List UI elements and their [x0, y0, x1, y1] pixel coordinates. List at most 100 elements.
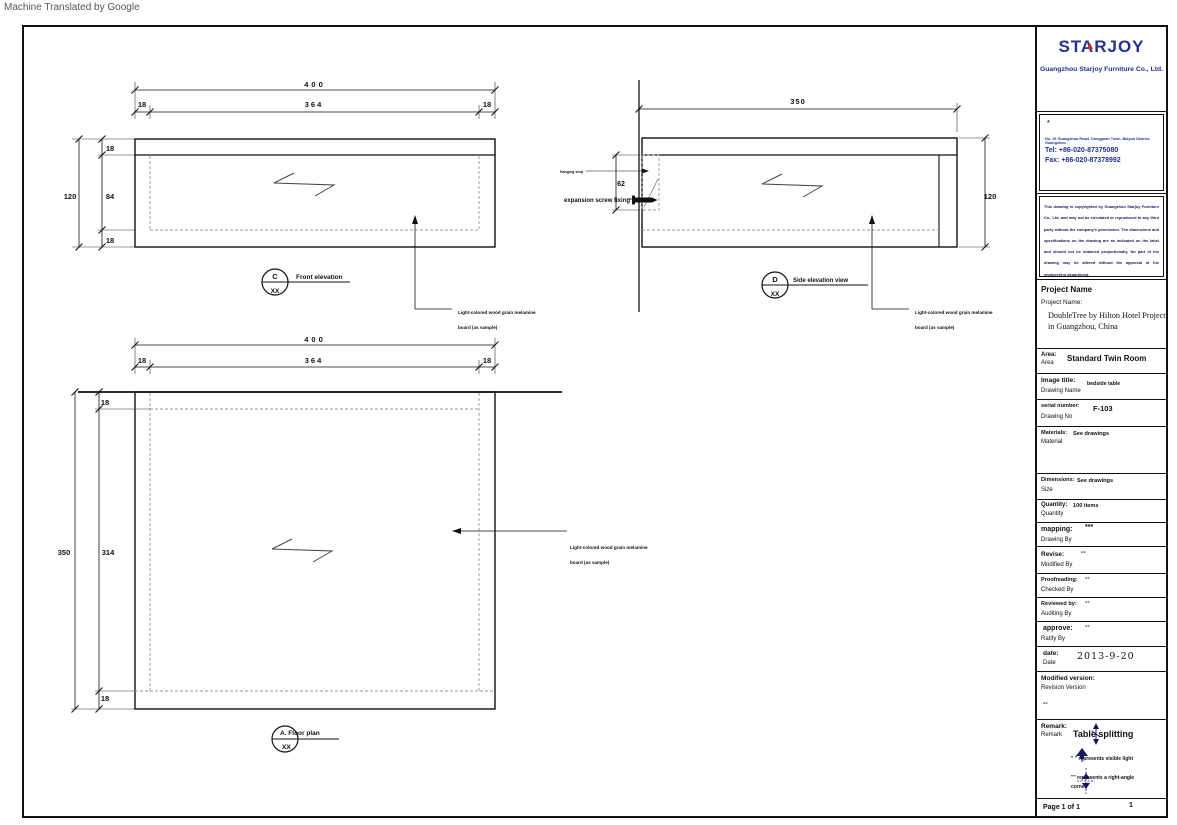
side-elevation-view [586, 80, 990, 312]
view-caption: Front elevation [296, 274, 343, 281]
remark-row: Remark: Remark Table splitting " " repre… [1037, 720, 1166, 799]
page-label: Page 1 of 1 [1043, 804, 1080, 811]
view-scale: XX [282, 744, 291, 751]
date-row: date: Date 2013-9-20 [1037, 647, 1166, 672]
dim-label: 18 [483, 100, 491, 109]
side-view-label [761, 271, 868, 299]
mapping-value: *** [1085, 524, 1094, 531]
title-block-disclaimer-section: This drawing is copyrighted by Guangzhou… [1037, 194, 1166, 280]
area-value: Standard Twin Room [1067, 354, 1147, 363]
reviewed-row: Reviewed by: Auditing By -- [1037, 598, 1166, 622]
project-value-line2: in Guangzhou, China [1048, 321, 1118, 331]
annotation-text: board (as sample) [570, 560, 610, 565]
company-fax: Fax: +86-020-87378992 [1045, 157, 1121, 164]
dimensions-value: See drawings [1077, 478, 1114, 484]
annotation-text: board (as sample) [915, 325, 955, 330]
leader-arrow-icon [642, 168, 649, 174]
view-caption: A. Floor plan [280, 730, 320, 737]
modified-version-sublabel: Revision Version [1041, 685, 1086, 691]
serial-number-sublabel: Drawing No [1041, 414, 1073, 420]
dimensions-row: Dimensions: Size See drawings [1037, 474, 1166, 500]
serial-number-row: serial number: Drawing No F-103 [1037, 400, 1166, 427]
approve-value: -- [1085, 623, 1090, 630]
date-value: 2013-9-20 [1077, 651, 1135, 662]
dim-label: 120 [984, 192, 997, 201]
project-name-value: DoubleTree by Hilton Hotel Project in Gu… [1048, 311, 1166, 332]
view-letter: C [272, 272, 278, 281]
materials-row: Materials: Material See drawings [1037, 427, 1166, 474]
approve-row: approve: Ratify By -- [1037, 622, 1166, 647]
dim-label: 400 [304, 335, 326, 344]
break-mark-icon [273, 172, 336, 197]
image-title-label: Image title: [1041, 377, 1076, 384]
remark-note-corner-line2: corner [1071, 784, 1087, 790]
dim-label: 62 [617, 181, 625, 188]
hanging-strip-label: Hanging strip [560, 170, 584, 174]
page-row: Page 1 of 1 1 [1037, 799, 1166, 820]
dim-label: 314 [102, 548, 115, 557]
title-block: STARJOY Guangzhou Starjoy Furniture Co.,… [1035, 27, 1166, 816]
plan-view-label [271, 725, 339, 753]
reviewed-value: -- [1085, 599, 1090, 606]
annotation-text: Light-colored wood grain melamine [915, 310, 993, 315]
drawing-sheet: 400 18 364 18 120 18 84 18 C XX Front el… [22, 25, 1168, 818]
annotation-text: Light-colored wood grain melamine [458, 310, 536, 315]
approve-label: approve: [1043, 625, 1073, 632]
page-number: 1 [1129, 802, 1133, 809]
image-title-sublabel: Drawing Name [1041, 388, 1081, 394]
drawing-canvas: 400 18 364 18 120 18 84 18 C XX Front el… [58, 80, 997, 753]
floor-plan-texts: 400 18 364 18 350 314 18 18 A. Floor pla… [58, 335, 648, 751]
dim-label: 18 [138, 356, 146, 365]
proofreading-label: Proofreading: [1041, 577, 1078, 583]
area-row: Area: Area Standard Twin Room [1037, 349, 1166, 374]
project-name-row: Project Name Project Name: DoubleTree by… [1037, 280, 1166, 349]
proofreading-value: -- [1085, 575, 1090, 582]
company-tel: Tel: +86-020-87375080 [1045, 147, 1119, 154]
annotation-text: Light-colored wood grain melamine [570, 545, 648, 550]
revise-row: Revise: Modified By -- [1037, 547, 1166, 574]
bullet-mark: * [1047, 120, 1050, 127]
annotation-text: board (as sample) [458, 325, 498, 330]
title-block-contact-section: * No. 15 Guangzhou Road, Dongguan Town, … [1037, 112, 1166, 194]
table-splitting-arrow-icon [1091, 723, 1101, 745]
proofreading-row: Proofreading: Checked By -- [1037, 574, 1166, 598]
screw-fixing-label: expansion screw fixing [564, 198, 630, 204]
mapping-row: mapping: Drawing By *** [1037, 523, 1166, 547]
revise-label: Revise: [1041, 551, 1065, 558]
front-elevation-view [72, 82, 499, 310]
dim-ticks [612, 105, 989, 251]
mapping-label: mapping: [1041, 526, 1073, 533]
front-view-label [261, 268, 350, 296]
copyright-disclaimer: This drawing is copyrighted by Guangzhou… [1044, 204, 1159, 277]
dim-label: 350 [790, 97, 806, 106]
quantity-value: 100 items [1073, 503, 1099, 509]
dimensions-label: Dimensions: [1041, 477, 1075, 483]
starjoy-logo: STARJOY [1037, 37, 1166, 57]
area-label: Area: [1041, 352, 1057, 358]
approve-sublabel: Ratify By [1041, 636, 1066, 642]
dim-label: 18 [483, 356, 491, 365]
reviewed-sublabel: Auditing By [1041, 611, 1072, 617]
dim-label: 364 [305, 356, 324, 365]
project-name-label: Project Name: [1041, 299, 1083, 306]
remark-title: Table splitting [1073, 729, 1134, 739]
remark-note-visible-light: " " represents visible light [1071, 756, 1133, 762]
quantity-label: Quantity: [1041, 502, 1068, 508]
date-label: date: [1043, 650, 1059, 657]
dim-label: 400 [304, 80, 326, 89]
leader-arrow-icon [412, 215, 418, 224]
floor-plan-view [71, 338, 567, 753]
serial-number-label: serial number: [1041, 403, 1080, 409]
leader-arrow-icon [869, 215, 875, 224]
modified-version-value: -- [1043, 700, 1048, 707]
dimensions-sublabel: Size [1041, 487, 1053, 493]
dim-label: 364 [305, 100, 324, 109]
company-name: Guangzhou Starjoy Furniture Co., Ltd. [1039, 66, 1164, 73]
view-letter: D [772, 275, 778, 284]
proofreading-sublabel: Checked By [1041, 587, 1074, 593]
visible-light-symbol [1076, 748, 1088, 762]
area-sublabel: Area [1041, 360, 1054, 366]
view-scale: XX [771, 291, 780, 298]
dim-label: 18 [106, 144, 114, 153]
logo-text: STARJOY [1058, 37, 1145, 56]
